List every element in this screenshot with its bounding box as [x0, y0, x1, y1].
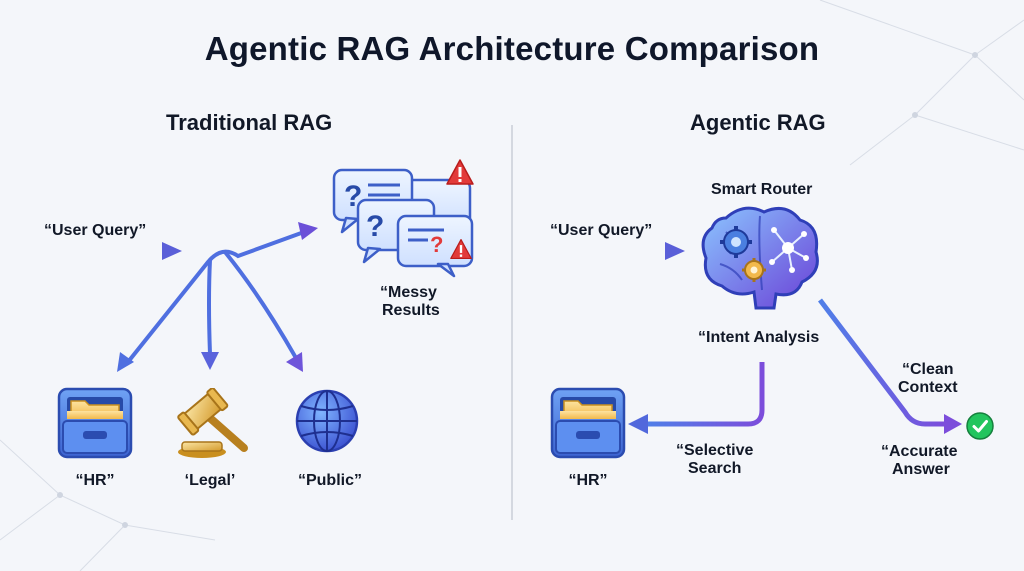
gear-icon — [720, 226, 752, 258]
archive-drawer-icon — [550, 387, 626, 459]
arrow-head — [286, 352, 303, 372]
svg-text:?: ? — [430, 232, 443, 257]
source-public-label: “Public” — [297, 472, 362, 489]
svg-text:?: ? — [366, 210, 384, 243]
check-circle-icon — [966, 412, 994, 440]
agentic-hr-label: “HR” — [568, 472, 608, 489]
warning-icon — [446, 159, 474, 185]
accurate-answer-label-1: “Accurate — [881, 443, 958, 460]
arrow-head — [117, 352, 134, 372]
source-legal-label: ‘Legal’ — [184, 472, 236, 489]
clean-context-label-2: Context — [898, 379, 958, 396]
messy-results-label-2: Results — [382, 302, 440, 319]
globe-icon — [295, 389, 359, 453]
brain-icon — [701, 206, 819, 310]
gear-icon — [742, 258, 766, 282]
traditional-query-label: “User Query” — [44, 222, 147, 239]
selective-search-label-2: Search — [688, 460, 742, 477]
chat-bubble-question-icon: ? ? ? — [332, 168, 474, 278]
arrow-right-icon — [545, 242, 685, 260]
intent-analysis-label: “Intent Analysis — [698, 329, 820, 346]
accurate-answer-label-2: Answer — [892, 461, 950, 478]
page-title: Agentic RAG Architecture Comparison — [204, 30, 820, 67]
source-hr-label: “HR” — [75, 472, 115, 489]
arrow-head — [628, 414, 648, 434]
arrow-head — [201, 352, 219, 370]
selective-search-label-1: “Selective — [676, 442, 754, 459]
arrow-right-icon — [42, 242, 182, 260]
warning-icon — [450, 238, 472, 260]
arrow-head — [298, 222, 318, 240]
archive-drawer-icon — [57, 387, 133, 459]
messy-results-label-1: “Messy — [380, 284, 437, 301]
clean-context-label-1: “Clean — [902, 361, 954, 378]
arrow-head — [944, 414, 962, 434]
agentic-heading: Agentic RAG — [690, 110, 826, 135]
gavel-icon — [177, 388, 248, 458]
traditional-heading: Traditional RAG — [166, 110, 333, 135]
agentic-query-label: “User Query” — [550, 222, 653, 239]
smart-router-label: Smart Router — [711, 181, 813, 198]
